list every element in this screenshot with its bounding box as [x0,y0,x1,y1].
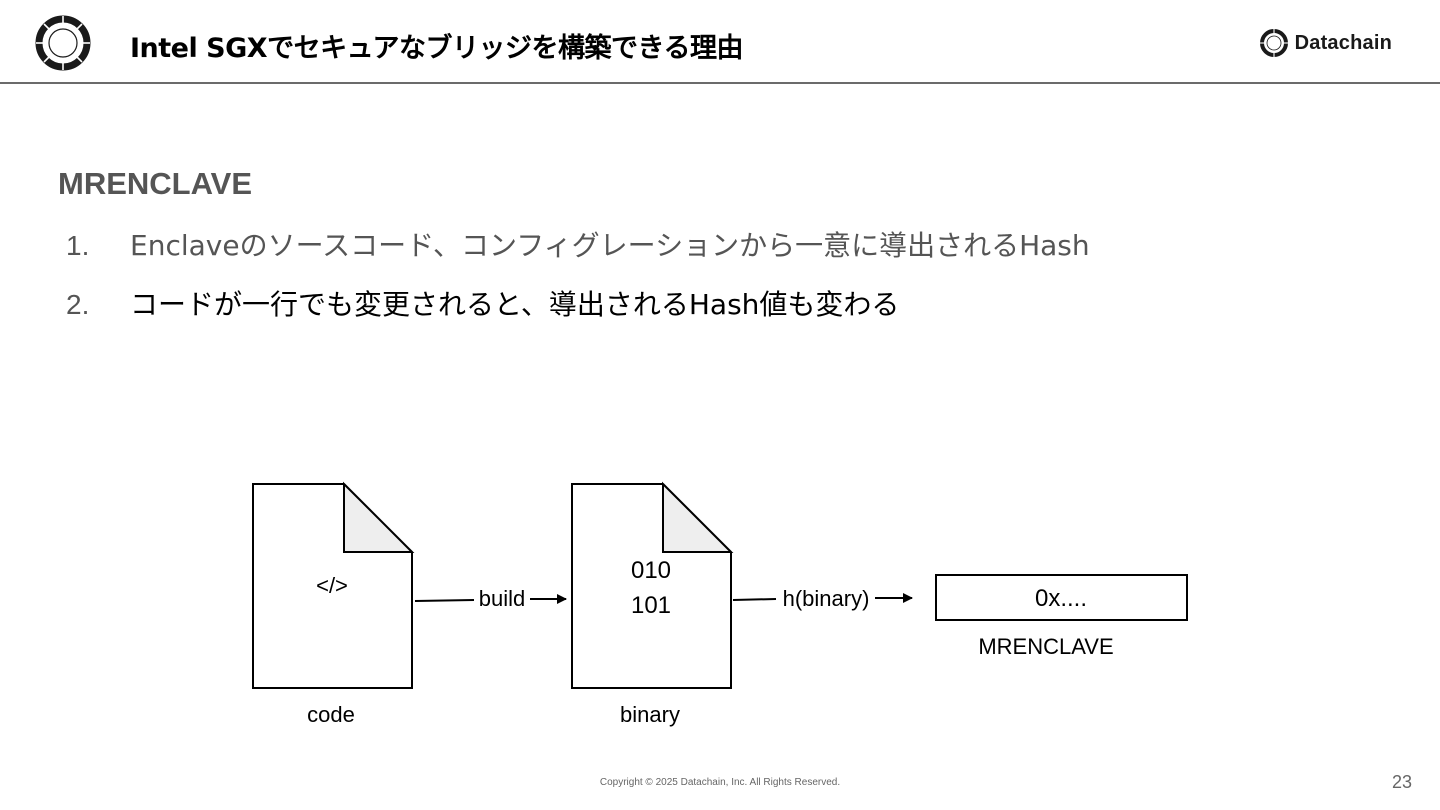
list-item: 1. Enclaveのソースコード、コンフィグレーションから一意に導出されるHa… [66,224,1090,283]
slide-header: Intel SGXでセキュアなブリッジを構築できる理由 Datachain [0,0,1440,84]
binary-caption: binary [620,702,680,727]
brand-name: Datachain [1294,31,1392,54]
mrenclave-box [935,574,1188,621]
mrenclave-value: 0x.... [1035,585,1087,612]
list-item: 2. コードが一行でも変更されると、導出されるHash値も変わる [66,283,1090,342]
hash-label: h(binary) [783,586,870,611]
numbered-list: 1. Enclaveのソースコード、コンフィグレーションから一意に導出されるHa… [66,224,1090,342]
list-text: Enclaveのソースコード、コンフィグレーションから一意に導出されるHash [130,229,1090,262]
build-arrow [414,594,567,604]
copyright-notice: Copyright © 2025 Datachain, Inc. All Rig… [599,777,841,788]
build-label: build [479,586,525,611]
list-number: 1. [66,230,90,261]
list-number: 2. [66,289,90,320]
binary-line-2: 101 [631,592,671,619]
section-heading: MRENCLAVE [58,166,253,201]
binary-document: 010 101 [571,481,734,689]
mrenclave-caption: MRENCLAVE [978,634,1113,659]
slide-title: Intel SGXでセキュアなブリッジを構築できる理由 [130,33,744,64]
brand-logo: Datachain [1259,28,1392,58]
code-symbol: </> [316,573,348,598]
binary-line-1: 010 [631,557,671,584]
code-document: </> [252,481,415,689]
code-caption: code [307,702,355,727]
mrenclave-diagram: </> code build 010 101 binary h(binary) … [252,481,1188,727]
page-number: 23 [1391,772,1412,792]
list-text: コードが一行でも変更されると、導出されるHash値も変わる [130,288,900,321]
hash-arrow [732,593,913,603]
datachain-ring-icon [35,15,91,71]
datachain-ring-icon [1259,29,1288,57]
